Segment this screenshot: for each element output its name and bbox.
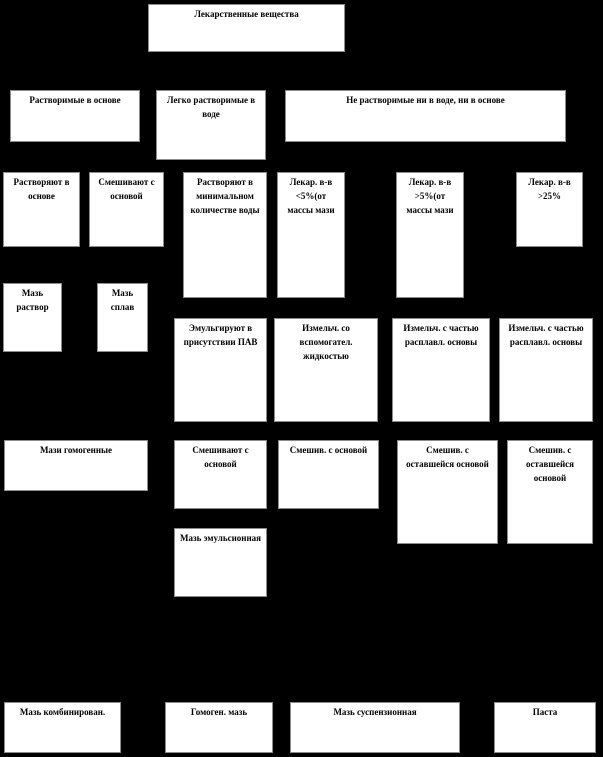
- flow-box-label: Смешивают с основой: [98, 177, 155, 201]
- flow-box-label: Смешив. с оставшейся основой: [525, 445, 575, 483]
- flow-box-dissolve-in-base: Растворяют в основе: [3, 172, 80, 247]
- flow-box-label: Мазь суспензионная: [333, 707, 417, 717]
- flow-box-mix-with-base-1: Смешивают с основой: [89, 172, 164, 247]
- flow-box-mix-remaining-base-2: Смешив. с оставшейся основой: [507, 440, 593, 544]
- flow-box-homogeneous-ointments: Мази гомогенные: [4, 440, 148, 491]
- flow-box-mix-with-base-3: Смешив. с основой: [278, 440, 379, 509]
- flow-box-mix-with-base-2: Смешивают с основой: [174, 440, 267, 509]
- flow-box-label: Лекарственные вещества: [194, 9, 299, 19]
- flow-box-soluble-in-base: Растворимые в основе: [10, 90, 140, 142]
- flow-box-label: Мазь комбинирован.: [19, 707, 106, 717]
- flow-box-label: Измельч. с частью расплавл. основы: [403, 323, 479, 347]
- flow-box-drug-lt5pct: Лекар. в-в <5%(от массы мази: [277, 172, 345, 298]
- flow-box-insoluble-water-base: Не растворимые ни в воде, ни в основе: [285, 90, 566, 142]
- flow-box-grind-aux-liquid: Измельч. со вспомогател. жидкостью: [274, 318, 378, 422]
- flow-box-label: Смешив. с оставшейся основой: [406, 445, 489, 469]
- flow-box-grind-melted-base-2: Измельч. с частью расплавл. основы: [499, 318, 593, 422]
- flow-box-label: Мазь сплав: [110, 288, 135, 312]
- flow-box-label: Эмульгируют в присутствии ПАВ: [183, 323, 258, 347]
- flow-box-label: Лекар. в-в >25%: [528, 177, 571, 201]
- flow-box-label: Растворяют в основе: [13, 177, 70, 201]
- flow-box-suspension-ointment: Мазь суспензионная: [290, 702, 460, 753]
- flow-box-emulsify-surfactant: Эмульгируют в присутствии ПАВ: [174, 318, 267, 422]
- flow-box-dissolve-min-water: Растворяют в минимальном количестве воды: [183, 172, 267, 298]
- flow-box-mix-remaining-base-1: Смешив. с оставшейся основой: [397, 440, 498, 544]
- flow-box-label: Мазь раствор: [16, 288, 49, 312]
- flow-box-label: Лекар. в-в >5%(от массы мази: [406, 177, 454, 215]
- flow-box-label: Мазь эмульсионная: [179, 533, 262, 543]
- flow-box-ointment-solution: Мазь раствор: [3, 283, 62, 352]
- flow-box-drug-gt5pct: Лекар. в-в >5%(от массы мази: [396, 172, 464, 298]
- flow-box-label: Смешивают с основой: [192, 445, 249, 469]
- flow-box-label: Гомоген. мазь: [190, 707, 248, 717]
- flow-box-label: Измельч. со вспомогател. жидкостью: [299, 323, 353, 361]
- flow-box-label: Паста: [532, 707, 558, 717]
- flow-box-label: Растворяют в минимальном количестве воды: [190, 177, 260, 215]
- flow-box-label: Мази гомогенные: [39, 445, 113, 455]
- flow-box-grind-melted-base-1: Измельч. с частью расплавл. основы: [392, 318, 490, 422]
- flow-box-label: Лекар. в-в <5%(от массы мази: [287, 177, 335, 215]
- flow-box-label: Не растворимые ни в воде, ни в основе: [346, 95, 505, 105]
- flow-box-label: Смешив. с основой: [289, 445, 368, 455]
- flow-box-label: Легко растворимые в воде: [166, 95, 256, 119]
- flow-box-ointment-alloy: Мазь сплав: [97, 283, 148, 352]
- flow-box-label: Измельч. с частью расплавл. основы: [508, 323, 584, 347]
- flow-box-drug-gt25pct: Лекар. в-в >25%: [516, 172, 583, 247]
- flow-box-easily-water-soluble: Легко растворимые в воде: [156, 90, 266, 160]
- flow-box-drug-substances: Лекарственные вещества: [148, 4, 345, 52]
- flow-box-combined-ointment: Мазь комбинирован.: [4, 702, 121, 753]
- flow-box-homogeneous-ointment: Гомоген. мазь: [165, 702, 273, 753]
- flow-box-paste: Паста: [494, 702, 596, 753]
- flow-box-emulsion-ointment: Мазь эмульсионная: [174, 528, 267, 597]
- flow-box-label: Растворимые в основе: [29, 95, 121, 105]
